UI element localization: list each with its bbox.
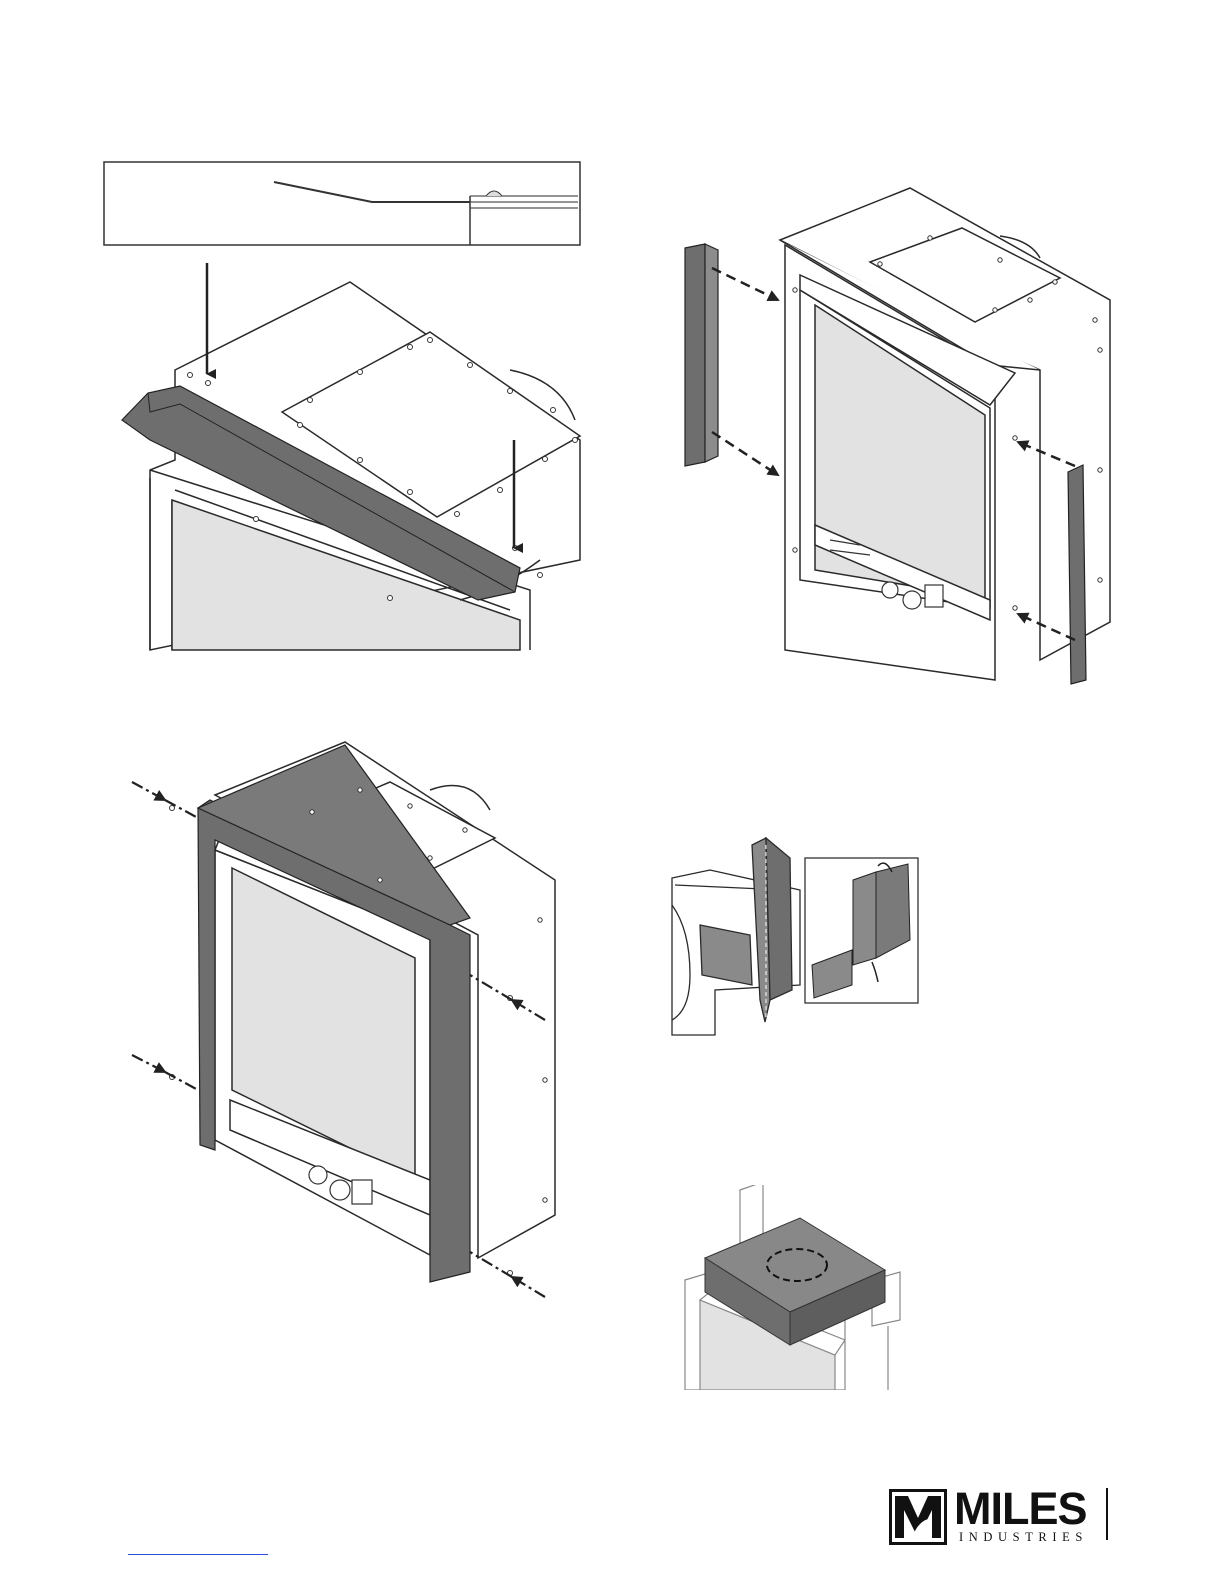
logo-subtitle: INDUSTRIES bbox=[959, 1530, 1088, 1544]
fireplace-body bbox=[780, 188, 1110, 680]
right-side-strip bbox=[1068, 465, 1086, 684]
figure-corner-bracket-detail bbox=[668, 835, 923, 1040]
detail-inset-box bbox=[104, 162, 580, 245]
figure-top-block-install bbox=[668, 1185, 913, 1390]
bracket-main-view bbox=[672, 838, 800, 1035]
figure-side-strips-install bbox=[670, 180, 1120, 690]
miles-logo-mark-icon bbox=[888, 1488, 948, 1546]
figure-full-surround-install bbox=[120, 735, 560, 1305]
figure-top-cover-install bbox=[95, 150, 595, 655]
logo-divider bbox=[1106, 1488, 1108, 1540]
logo-name: MILES bbox=[954, 1484, 1087, 1534]
company-logo: MILES INDUSTRIES bbox=[888, 1488, 1110, 1546]
footer-link-underline[interactable] bbox=[128, 1554, 268, 1555]
bracket-detail-inset bbox=[805, 858, 918, 1003]
